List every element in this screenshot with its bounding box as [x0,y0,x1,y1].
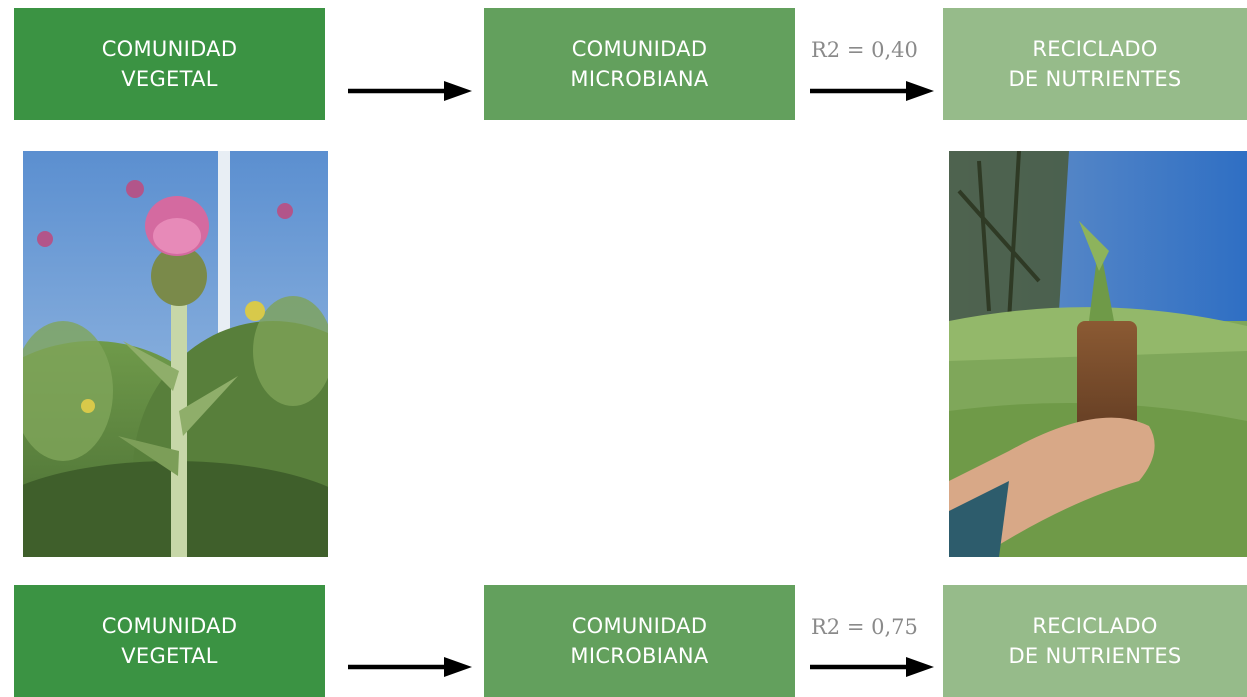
bottom-microbial-community-line2: MICROBIANA [570,644,709,668]
top-arrow-1 [348,81,472,101]
bottom-arrow-1 [348,657,472,677]
bottom-microbial-community-line1: COMUNIDAD [571,614,708,638]
top-plant-community-box: COMUNIDAD VEGETAL [14,8,325,120]
bottom-arrow-2 [810,657,934,677]
top-r2-label: R2 = 0,40 [811,38,918,62]
top-nutrient-recycling-box: RECICLADO DE NUTRIENTES [943,8,1247,120]
top-plant-community-line2: VEGETAL [121,67,218,91]
bottom-r2-label: R2 = 0,75 [811,615,918,639]
top-microbial-community-line1: COMUNIDAD [571,37,708,61]
top-plant-community-line1: COMUNIDAD [101,37,238,61]
top-nutrient-recycling-line2: DE NUTRIENTES [1008,67,1182,91]
top-nutrient-recycling-line1: RECICLADO [1032,37,1158,61]
thistle-photo [23,151,328,557]
bottom-nutrient-recycling-line1: RECICLADO [1032,614,1158,638]
bottom-nutrient-recycling-line2: DE NUTRIENTES [1008,644,1182,668]
top-microbial-community-line2: MICROBIANA [570,67,709,91]
bottom-plant-community-box: COMUNIDAD VEGETAL [14,585,325,697]
bottom-plant-community-line2: VEGETAL [121,644,218,668]
bottom-nutrient-recycling-box: RECICLADO DE NUTRIENTES [943,585,1247,697]
top-microbial-community-box: COMUNIDAD MICROBIANA [484,8,795,120]
bottom-microbial-community-box: COMUNIDAD MICROBIANA [484,585,795,697]
bottom-plant-community-line1: COMUNIDAD [101,614,238,638]
soil-core-photo [949,151,1247,557]
top-arrow-2 [810,81,934,101]
